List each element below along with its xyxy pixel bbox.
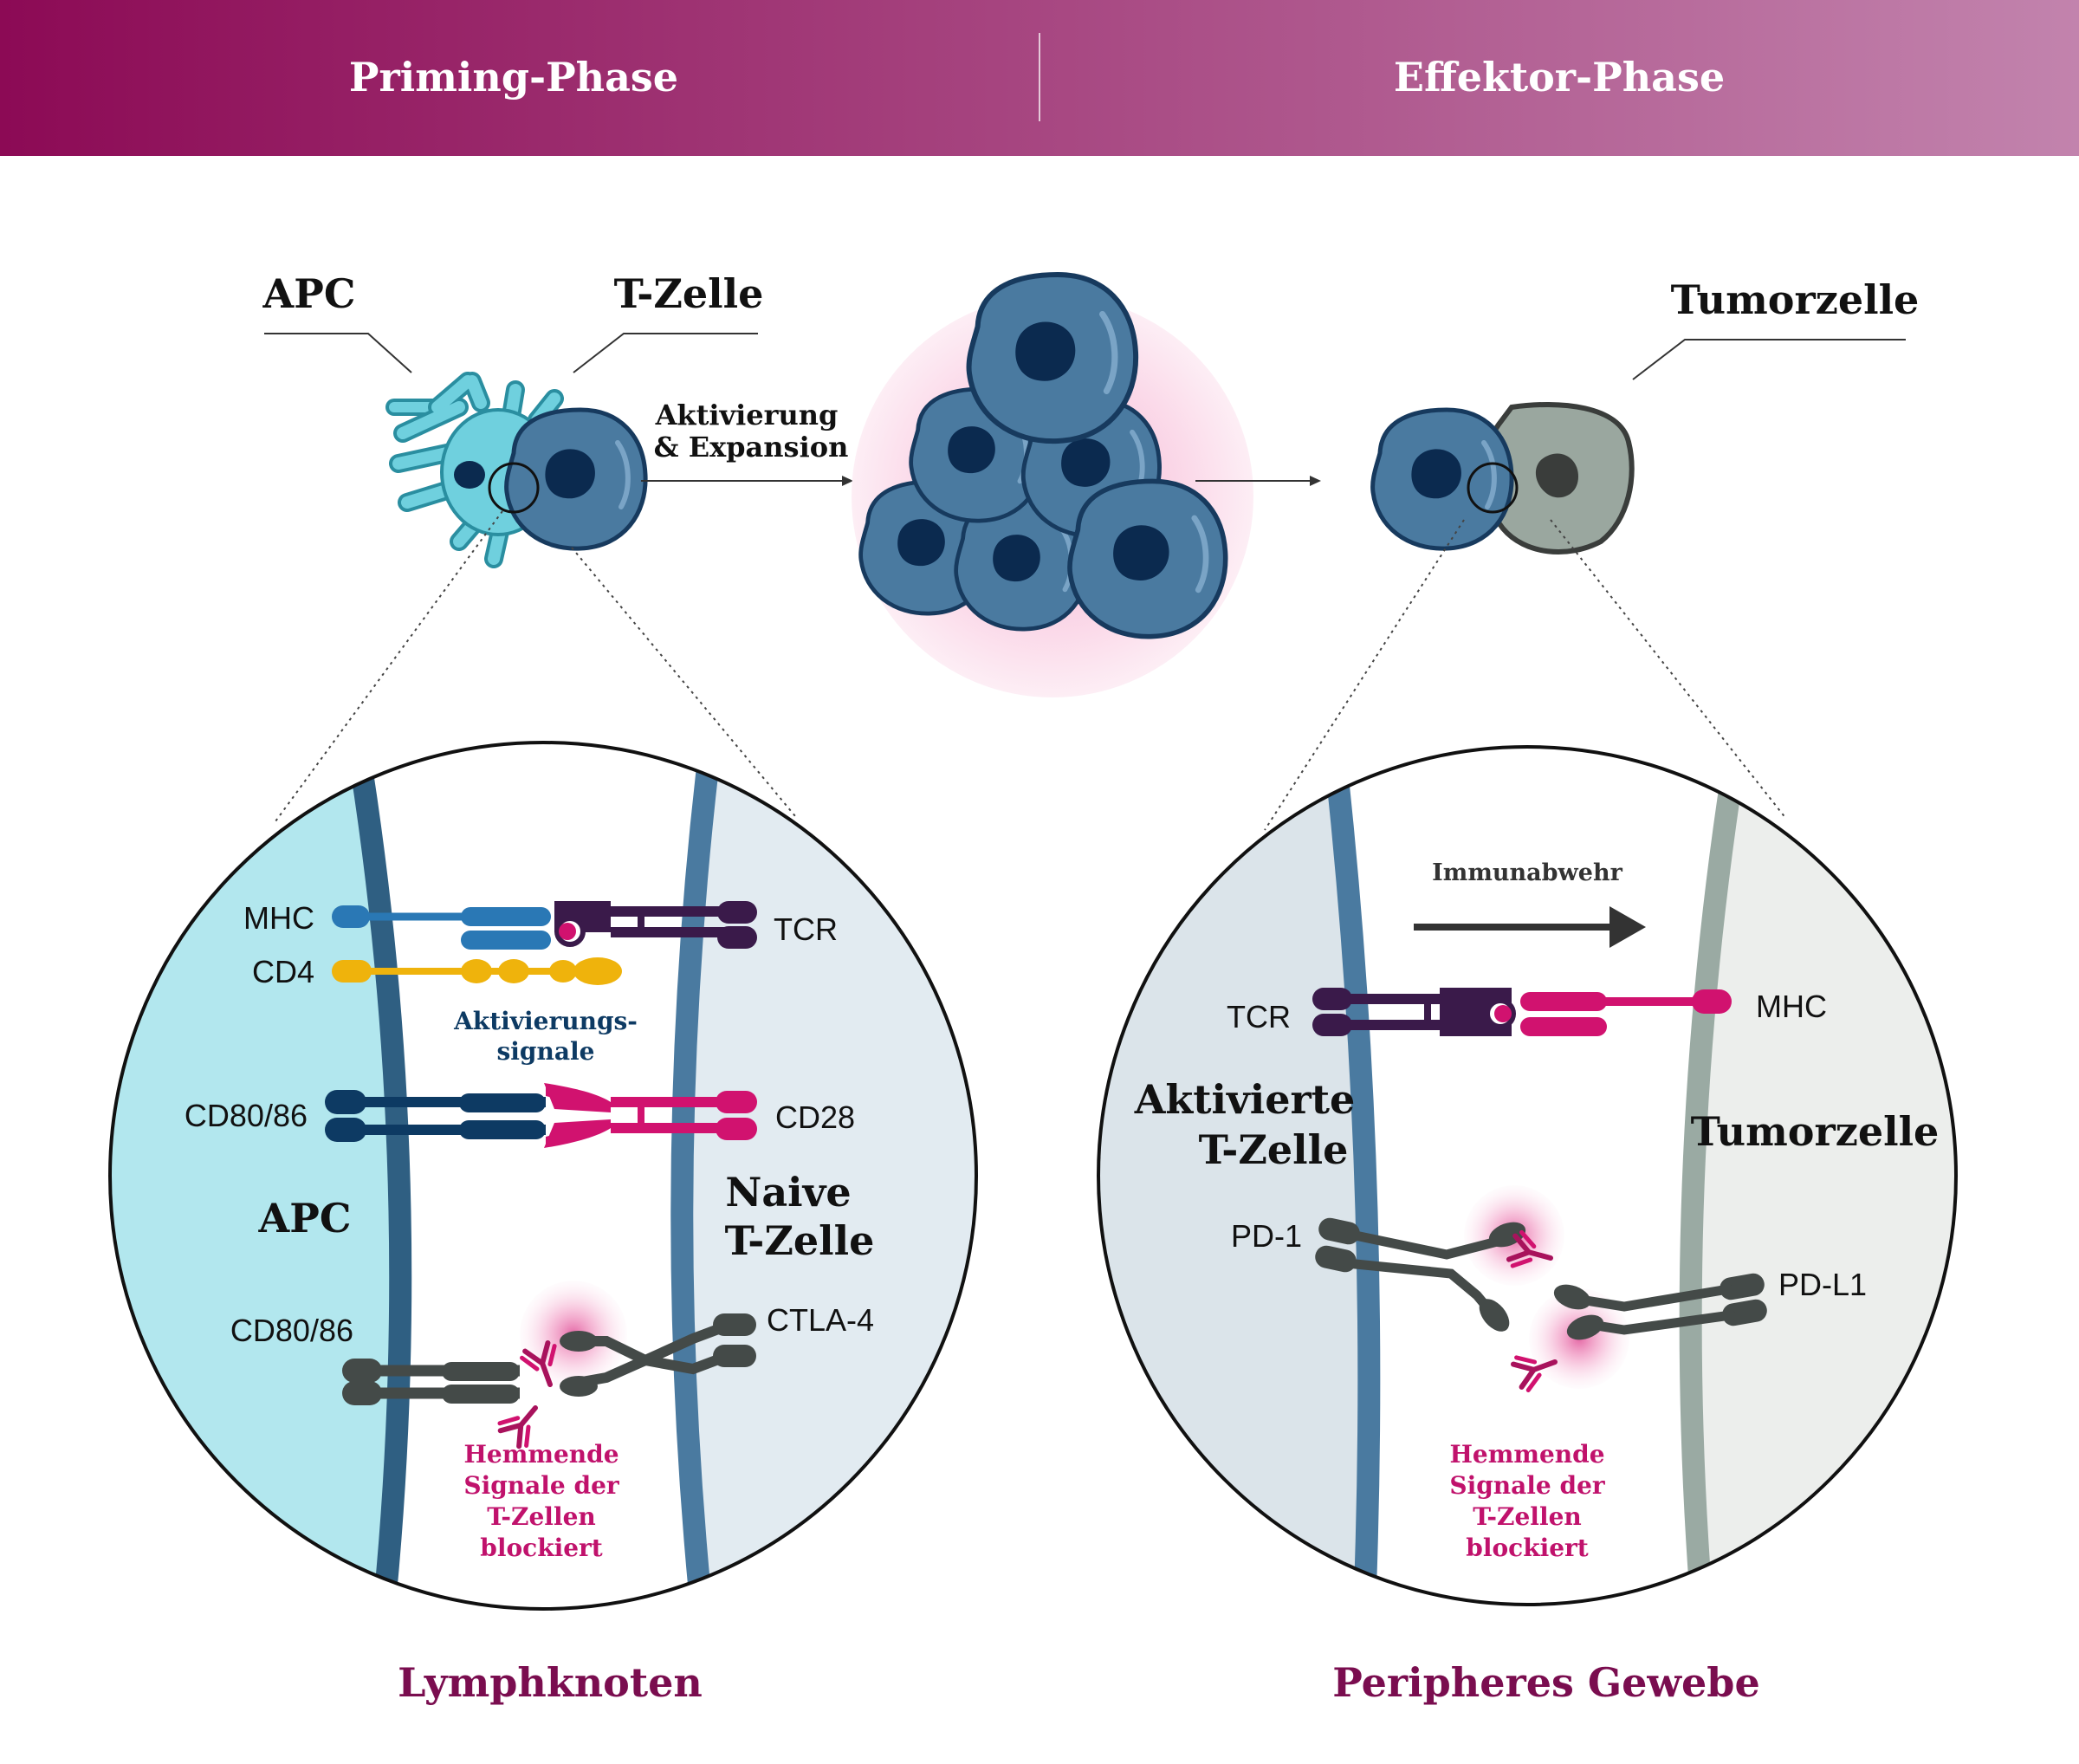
activation-label-line1: Aktivierung (655, 399, 839, 431)
top-row: APC T-Zelle Tumorzelle (262, 270, 1920, 831)
ctla4-label: CTLA-4 (767, 1302, 874, 1338)
cd4-label: CD4 (252, 954, 314, 989)
tcell-icon (507, 410, 646, 548)
peripheral-tissue-circle (1097, 745, 1958, 1606)
pd1-label: PD-1 (1231, 1218, 1302, 1254)
tumor-leader-line (1632, 339, 1906, 380)
mhc-label-left: MHC (243, 900, 314, 936)
inhibit-right-line3: T-Zellen (1473, 1502, 1582, 1531)
tumor-region-label: Tumorzelle (1691, 1108, 1940, 1155)
effector-phase-title: Effektor-Phase (1394, 54, 1725, 101)
mhc-label-right: MHC (1756, 989, 1827, 1024)
tcr-mhc-complex-right (1312, 988, 1732, 1036)
tumor-region (1690, 747, 1956, 1605)
inhibit-left-line1: Hemmende (463, 1440, 619, 1469)
tcell-top-label: T-Zelle (614, 270, 764, 317)
naive-tcell-label-line1: Naive (725, 1169, 851, 1216)
inhibit-left-line2: Signale der (463, 1471, 620, 1500)
activation-signals-line2: signale (497, 1037, 595, 1066)
activation-label-line2: & Expansion (654, 431, 849, 464)
cd4-molecule (332, 957, 622, 985)
apc-top-label: APC (262, 270, 356, 317)
activated-tcell-label-line2: T-Zelle (1199, 1126, 1349, 1173)
mhc-tcr-complex (332, 901, 757, 950)
header-banner: Priming-Phase Effektor-Phase (0, 0, 2079, 156)
apc-region (110, 745, 411, 1609)
apc-membrane (346, 743, 412, 1609)
inhibit-right-line4: blockiert (1466, 1534, 1589, 1562)
cd80-86-label-top: CD80/86 (185, 1098, 308, 1133)
synapse-focus-circle-left (488, 462, 540, 514)
apc-leader-line (264, 333, 412, 373)
tumor-cell-icon (1482, 402, 1635, 554)
tumor-membrane (1679, 747, 1748, 1605)
peripheral-tissue-caption: Peripheres Gewebe (1332, 1659, 1759, 1706)
synapse-focus-circle-right (1467, 462, 1519, 514)
activated-tcell-region (1098, 747, 1370, 1605)
lymph-node-panel: MHC CD4 TCR Aktivierungs- signale CD80/8… (108, 741, 978, 1706)
cd80-cd28-complex (325, 1083, 757, 1148)
lymph-node-caption: Lymphknoten (398, 1659, 703, 1706)
inhibit-left-line3: T-Zellen (487, 1502, 596, 1531)
lymph-node-circle (108, 741, 978, 1611)
cd80-86-label-bottom: CD80/86 (230, 1313, 353, 1348)
inhibit-right-line2: Signale der (1449, 1471, 1606, 1500)
arrow-icon (1310, 476, 1321, 486)
inhibit-right-line1: Hemmende (1449, 1440, 1604, 1469)
tcr-label-right: TCR (1227, 999, 1291, 1034)
apc-region-label: APC (258, 1195, 352, 1242)
pdl1-label: PD-L1 (1778, 1267, 1867, 1302)
zoom-lines (275, 510, 1787, 831)
peripheral-tissue-panel: Immunabwehr (1097, 745, 1958, 1706)
pdl1-ligand (1553, 1273, 1767, 1340)
activation-signals-line1: Aktivierungs- (453, 1007, 638, 1035)
activated-tcell-label-line1: Aktivierte (1134, 1076, 1356, 1123)
tcell-leader-line (573, 333, 758, 373)
immune-defense-label: Immunabwehr (1432, 859, 1622, 886)
tcr-label-left: TCR (774, 911, 838, 947)
tcell-membrane (670, 743, 722, 1609)
cd28-label: CD28 (775, 1099, 855, 1135)
naive-tcell-label-line2: T-Zelle (725, 1217, 875, 1264)
activated-tcell-icon (1373, 410, 1512, 548)
activated-tcell-membrane (1323, 747, 1381, 1605)
tumor-top-label: Tumorzelle (1671, 276, 1920, 323)
arrow-icon (1609, 906, 1646, 948)
cd80-ctla4-complex (342, 1313, 756, 1405)
inhibit-left-line4: blockiert (480, 1534, 603, 1562)
priming-phase-title: Priming-Phase (349, 54, 678, 101)
arrow-icon (842, 476, 853, 486)
